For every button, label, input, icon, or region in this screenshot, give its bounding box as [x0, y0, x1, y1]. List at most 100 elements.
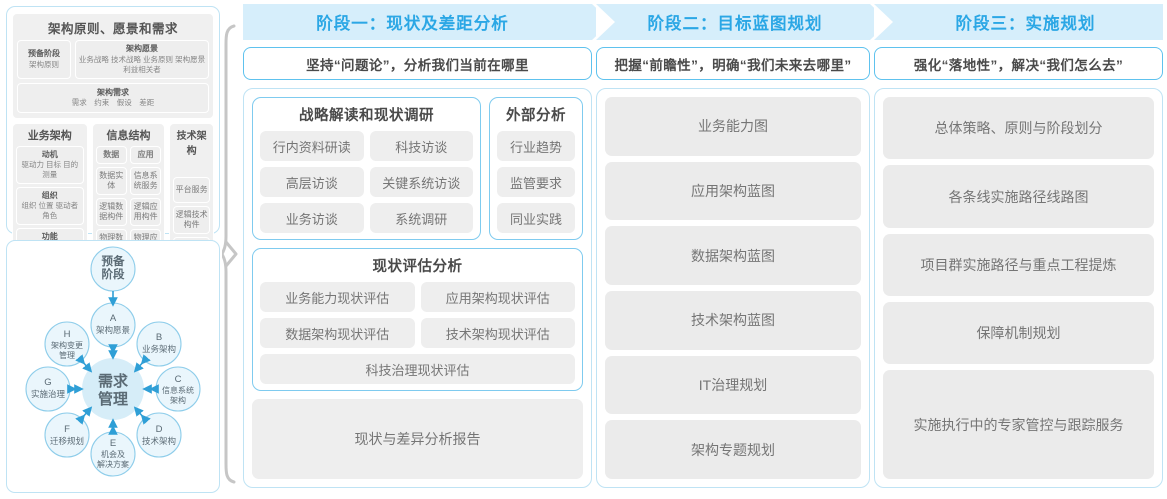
cell-title: 架构愿景: [126, 44, 158, 53]
phase-3-banner: 阶段三：实施规划: [874, 4, 1163, 40]
chip-application-architecture-assessment[interactable]: 应用架构现状评估: [420, 282, 575, 312]
item-line-implementation-roadmap[interactable]: 各条线实施路径线路图: [883, 165, 1154, 228]
item-data-architecture-blueprint[interactable]: 数据架构蓝图: [605, 226, 861, 286]
cell-sub: 驱动力 目标 目的 测量: [21, 160, 79, 179]
adm-cycle-panel: 预备 阶段 A 架构愿景 B 业务架构 C 信息系统 架构 D 技术架构 E 机…: [6, 240, 220, 493]
chip-data-architecture-assessment[interactable]: 数据架构现状评估: [260, 318, 415, 348]
item-business-capability-map[interactable]: 业务能力图: [605, 97, 861, 156]
cell-information-system-service: 信息系统服务: [129, 166, 162, 195]
item-expert-control-tracking-service[interactable]: 实施执行中的专家管控与跟踪服务: [883, 370, 1154, 479]
phase-1-body: 战略解读和现状调研 行内资料研读 科技访谈 高层访谈 关键系统访谈 业务访谈 系…: [243, 88, 592, 488]
node-preliminary-line2: 阶段: [102, 267, 125, 281]
principles-row: 预备阶段 架构原则 架构愿景 业务战略 技术战略 业务原则 架构愿景 利益相关者: [17, 40, 209, 80]
chip-business-interview[interactable]: 业务访谈: [260, 203, 364, 233]
arrow-b-center: [133, 354, 151, 373]
brace-connector: [222, 24, 238, 484]
chip-internal-doc-study[interactable]: 行内资料研读: [260, 131, 364, 161]
phase-2-column: 阶段二：目标蓝图规划 把握“前瞻性”，明确“我们未来去哪里” 业务能力图 应用架…: [596, 4, 889, 495]
node-d-label: 技术架构: [142, 436, 176, 446]
cell-sub: 需求 约束 假设 差距: [71, 98, 155, 108]
node-d-key: D: [156, 424, 163, 435]
node-center-line1: 需求: [98, 372, 129, 390]
strategy-survey-chips: 行内资料研读 科技访谈 高层访谈 关键系统访谈 业务访谈 系统调研: [260, 131, 473, 233]
arrow-f-center: [75, 406, 93, 425]
cell-sub: 架构原则: [29, 59, 59, 69]
node-c-label1: 信息系统: [162, 385, 194, 395]
phase-3-tagline: 强化“落地性”，解决“我们怎么去”: [874, 47, 1163, 80]
chip-regulatory-requirement[interactable]: 监管要求: [497, 167, 575, 197]
node-d-circle: [136, 412, 182, 458]
phases-container: 阶段一：现状及差距分析 坚持“问题论”，分析我们当前在哪里 战略解读和现状调研 …: [243, 4, 1163, 495]
cell-sub: 业务战略 技术战略 业务原则 架构愿景 利益相关者: [78, 54, 206, 74]
phase-3-banner-text: 阶段三：实施规划: [955, 15, 1096, 33]
node-b-label: 业务架构: [142, 344, 176, 354]
node-a-key: A: [110, 313, 117, 324]
cell-title: 架构需求: [97, 88, 129, 98]
cell-logical-app-component: 逻辑应用构件: [129, 197, 162, 226]
item-application-architecture-blueprint[interactable]: 应用架构蓝图: [605, 161, 861, 221]
arrow-d-center: [133, 406, 151, 425]
cell-motivation: 动机 驱动力 目标 目的 测量: [16, 145, 84, 184]
strategy-survey-panel: 战略解读和现状调研 行内资料研读 科技访谈 高层访谈 关键系统访谈 业务访谈 系…: [252, 97, 481, 240]
phase-2-body: 业务能力图 应用架构蓝图 数据架构蓝图 技术架构蓝图 IT治理规划 架构专题规划: [596, 88, 870, 488]
chip-business-capability-assessment[interactable]: 业务能力现状评估: [260, 282, 415, 312]
node-f-circle: [44, 412, 90, 458]
cell-preliminary-phase: 预备阶段 架构原则: [17, 40, 71, 80]
gap-analysis-report-box[interactable]: 现状与差异分析报告: [252, 399, 583, 479]
node-c-key: C: [175, 374, 182, 385]
cell-title: 动机: [41, 149, 58, 159]
chip-tech-governance-assessment[interactable]: 科技治理现状评估: [260, 354, 575, 384]
chip-technology-architecture-assessment[interactable]: 技术架构现状评估: [420, 318, 575, 348]
node-h-label2: 管理: [59, 350, 75, 360]
item-program-roadmap-key-projects[interactable]: 项目群实施路径与重点工程提炼: [883, 233, 1154, 297]
node-preliminary-line1: 预备: [102, 254, 125, 268]
strategy-survey-title: 战略解读和现状调研: [299, 108, 434, 124]
item-it-governance-plan[interactable]: IT治理规划: [605, 355, 861, 415]
external-analysis-chips: 行业趋势 监管要求 同业实践: [497, 131, 575, 233]
cell-sub: 组织 位置 驱动者 角色: [21, 201, 79, 220]
chip-key-system-interview[interactable]: 关键系统访谈: [369, 167, 473, 197]
node-f-key: F: [64, 424, 70, 435]
node-e-key: E: [110, 438, 116, 449]
node-h-key: H: [64, 329, 71, 340]
external-analysis-title: 外部分析: [506, 108, 566, 124]
node-a-label: 架构愿景: [96, 325, 130, 335]
item-overall-strategy-principles-phasing[interactable]: 总体策略、原则与阶段划分: [883, 97, 1154, 160]
chip-industry-trend[interactable]: 行业趋势: [497, 131, 575, 161]
node-center-line2: 管理: [98, 390, 128, 408]
chip-peer-practice[interactable]: 同业实践: [497, 203, 575, 233]
phase-1-top-row: 战略解读和现状调研 行内资料研读 科技访谈 高层访谈 关键系统访谈 业务访谈 系…: [252, 97, 583, 240]
item-technology-architecture-blueprint[interactable]: 技术架构蓝图: [605, 291, 861, 350]
cell-organization: 组织 组织 位置 驱动者 角色: [16, 186, 84, 225]
phase-1-banner: 阶段一：现状及差距分析: [243, 4, 611, 40]
node-e-label1: 机会及: [101, 449, 125, 459]
phase-2-tagline: 把握“前瞻性”，明确“我们未来去哪里”: [596, 47, 870, 80]
cell-architecture-requirements: 架构需求 需求 约束 假设 差距: [17, 83, 209, 113]
node-b-key: B: [156, 332, 162, 343]
chip-executive-interview[interactable]: 高层访谈: [260, 167, 364, 197]
chip-system-survey[interactable]: 系统调研: [369, 203, 473, 233]
node-h-label1: 架构变更: [51, 340, 83, 350]
column-header-information: 信息结构: [106, 129, 151, 142]
phase-1-column: 阶段一：现状及差距分析 坚持“问题论”，分析我们当前在哪里 战略解读和现状调研 …: [243, 4, 611, 495]
togaf-content-framework-panel: 架构原则、愿景和需求 预备阶段 架构原则 架构愿景 业务战略 技术战略 业务原则…: [6, 6, 220, 326]
cell-architecture-vision: 架构愿景 业务战略 技术战略 业务原则 架构愿景 利益相关者: [75, 40, 209, 80]
node-center-circle: [82, 358, 144, 420]
item-assurance-mechanism-plan[interactable]: 保障机制规划: [883, 302, 1154, 365]
column-header-business: 业务架构: [27, 129, 72, 142]
cell-logical-data-component: 逻辑数据构件: [95, 197, 127, 226]
architecture-principles-section: 架构原则、愿景和需求 预备阶段 架构原则 架构愿景 业务战略 技术战略 业务原则…: [12, 13, 214, 119]
cell-title: 预备阶段: [28, 49, 60, 59]
external-analysis-panel: 外部分析 行业趋势 监管要求 同业实践: [489, 97, 583, 240]
current-state-assessment-title: 现状评估分析: [372, 259, 463, 275]
phase-2-banner-text: 阶段二：目标蓝图规划: [647, 15, 823, 33]
current-state-assessment-chips: 业务能力现状评估 应用架构现状评估 数据架构现状评估 技术架构现状评估 科技治理…: [260, 282, 575, 384]
chip-tech-interview[interactable]: 科技访谈: [369, 131, 473, 161]
node-f-label: 迁移规划: [50, 436, 84, 446]
arrow-h-center: [75, 354, 93, 373]
phase-1-banner-text: 阶段一：现状及差距分析: [316, 15, 509, 33]
item-architecture-topic-plan[interactable]: 架构专题规划: [605, 420, 861, 480]
cell-logical-tech-component: 逻辑技术构件: [173, 205, 210, 234]
phase-3-body: 总体策略、原则与阶段划分 各条线实施路径线路图 项目群实施路径与重点工程提炼 保…: [874, 88, 1163, 488]
